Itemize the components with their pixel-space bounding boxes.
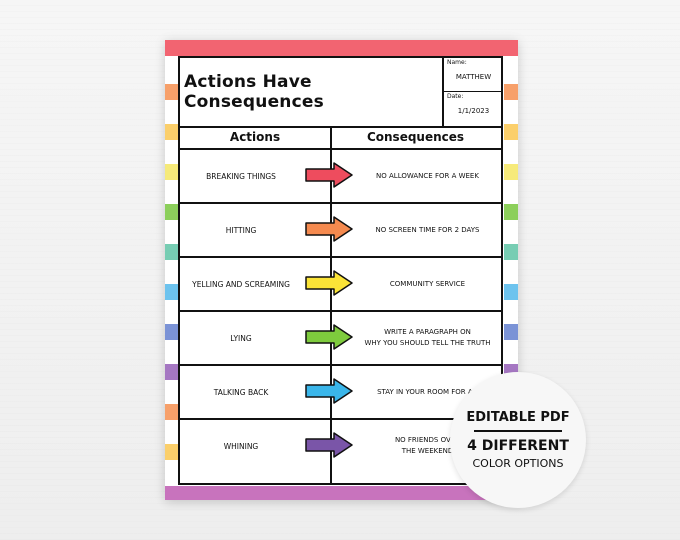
arrow-right-icon: [305, 432, 353, 458]
action-cell: Yelling and screaming: [192, 279, 290, 289]
consequence-cell: Community service: [389, 279, 466, 288]
date-label: Date:: [447, 93, 464, 100]
border-stripe: [504, 164, 518, 180]
arrow-right-icon: [305, 162, 353, 188]
border-stripe: [165, 244, 179, 260]
top-color-band: [165, 40, 518, 56]
worksheet-grid: Actions Have Consequences Name: MATTHEW …: [178, 56, 503, 485]
border-stripe: [504, 124, 518, 140]
border-stripe: [504, 324, 518, 340]
name-field[interactable]: Name: MATTHEW: [444, 58, 503, 92]
consequence-cell: No screen time for 2 days: [375, 225, 480, 234]
arrow-right-icon: [305, 216, 353, 242]
table-row: Talking back Stay in your room for an: [180, 366, 501, 420]
table-row: Hitting No screen time for 2 days: [180, 204, 501, 258]
badge-divider: [474, 430, 562, 432]
table-row: Lying Write a paragraph on why you shoul…: [180, 312, 501, 366]
bottom-color-band: [165, 486, 518, 500]
border-stripe: [165, 444, 179, 460]
border-stripe: [165, 364, 179, 380]
date-field[interactable]: Date: 1/1/2023: [444, 92, 503, 126]
consequence-cell: Write a paragraph on why you should tell…: [364, 328, 491, 347]
arrow-right-icon: [305, 270, 353, 296]
border-stripe: [504, 84, 518, 100]
border-stripe: [504, 244, 518, 260]
badge-line-3: COLOR OPTIONS: [472, 457, 564, 470]
border-stripe: [165, 164, 179, 180]
arrow-right-icon: [305, 324, 353, 350]
worksheet-sheet: Actions Have Consequences Name: MATTHEW …: [165, 40, 518, 500]
action-cell: Talking back: [213, 387, 269, 397]
border-stripe: [165, 284, 179, 300]
editable-pdf-badge: EDITABLE PDF 4 DIFFERENT COLOR OPTIONS: [450, 372, 586, 508]
consequence-cell: No allowance for a week: [376, 171, 479, 180]
border-stripe: [504, 284, 518, 300]
title-row: Actions Have Consequences Name: MATTHEW …: [180, 58, 503, 128]
name-label: Name:: [447, 59, 467, 66]
table-row: Yelling and screaming Community service: [180, 258, 501, 312]
border-stripe: [165, 324, 179, 340]
border-stripe: [165, 84, 179, 100]
worksheet-title: Actions Have Consequences: [184, 72, 324, 112]
border-stripe: [165, 204, 179, 220]
column-divider: [330, 126, 332, 483]
consequences-column-header: Consequences: [330, 126, 501, 150]
action-cell: Lying: [230, 333, 252, 343]
rainbow-border-stripes: [165, 40, 518, 500]
border-stripe: [504, 204, 518, 220]
action-cell: Whining: [223, 441, 259, 451]
meta-box: Name: MATTHEW Date: 1/1/2023: [442, 58, 503, 126]
name-value: MATTHEW: [455, 73, 492, 81]
actions-column-header: Actions: [180, 126, 330, 150]
table-row: Breaking things No allowance for a week: [180, 150, 501, 204]
border-stripe: [165, 124, 179, 140]
badge-line-1: EDITABLE PDF: [466, 410, 570, 425]
arrow-right-icon: [305, 378, 353, 404]
action-cell: Hitting: [225, 225, 257, 235]
action-cell: Breaking things: [206, 171, 276, 181]
badge-line-2: 4 DIFFERENT: [467, 438, 569, 454]
border-stripe: [165, 404, 179, 420]
date-value: 1/1/2023: [457, 107, 490, 115]
